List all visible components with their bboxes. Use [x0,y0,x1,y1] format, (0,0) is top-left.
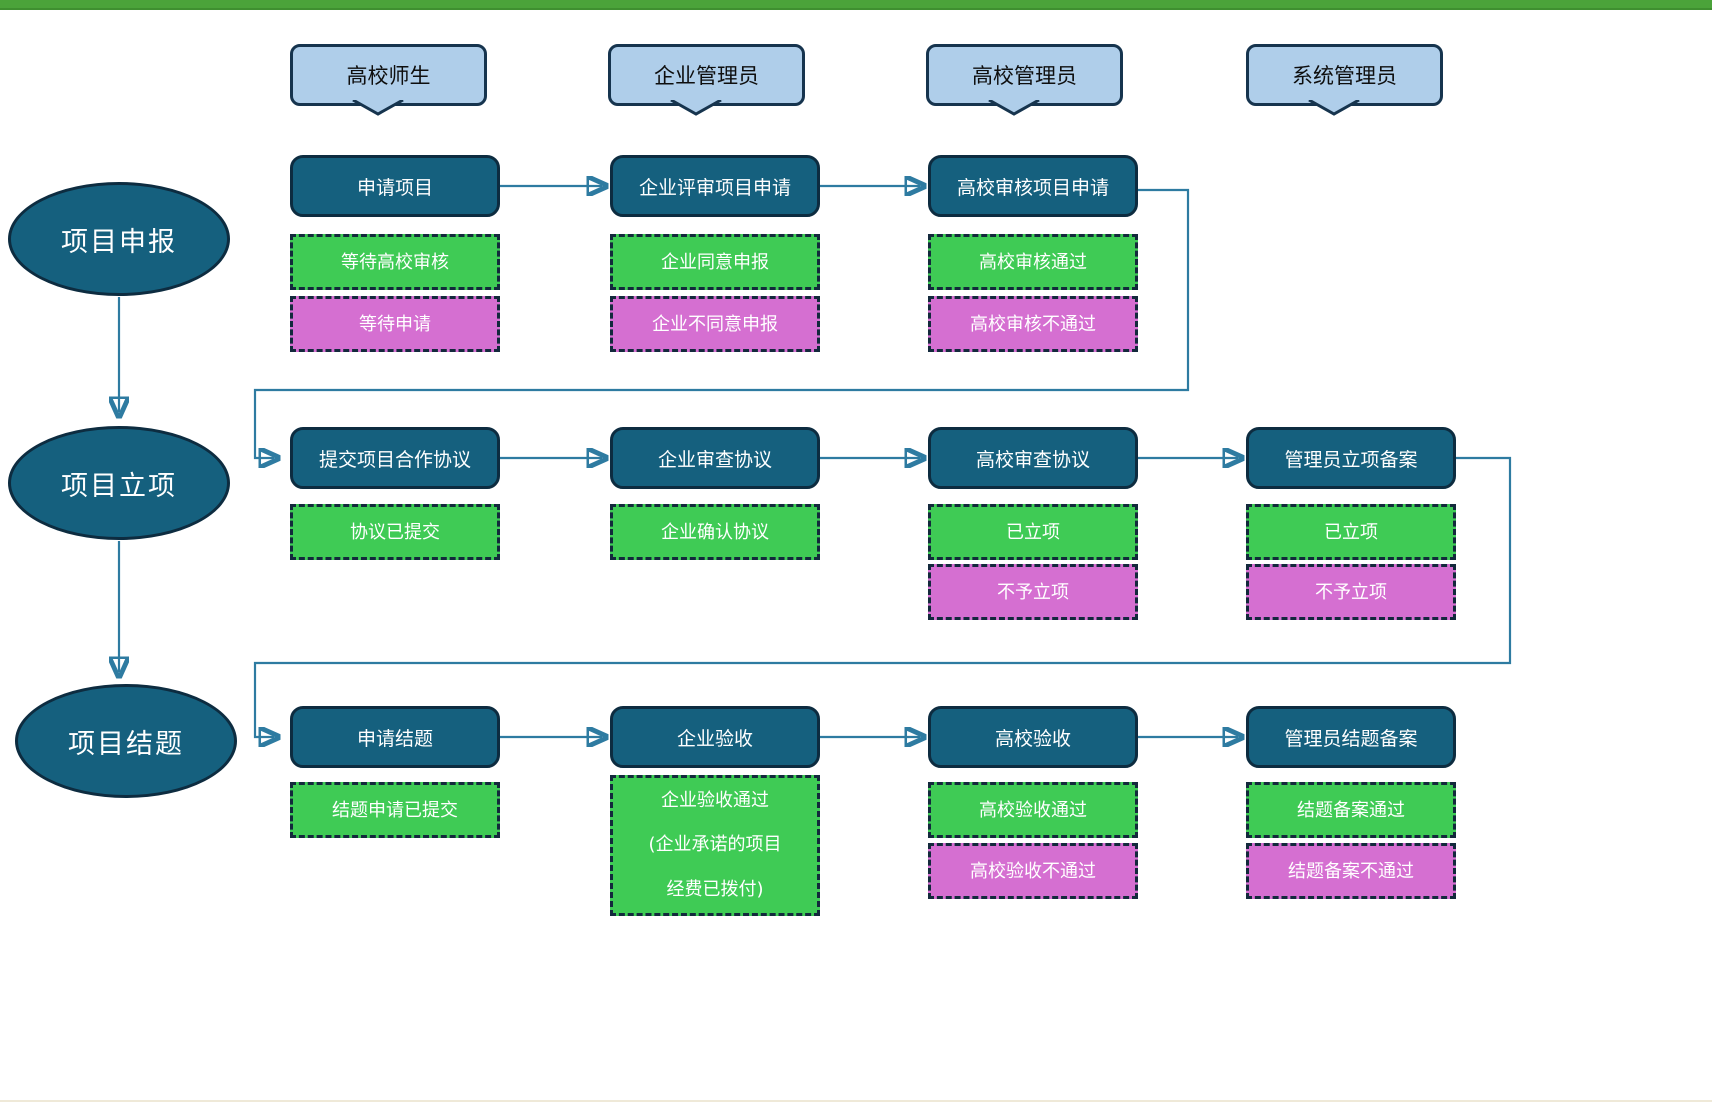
status-badge: 高校验收通过 [928,782,1138,838]
status-badge: 企业同意申报 [610,234,820,290]
status-badge: 等待申请 [290,296,500,352]
step-apply-conclusion: 申请结题 [290,706,500,768]
step-apply-project: 申请项目 [290,155,500,217]
status-badge: 结题备案通过 [1246,782,1456,838]
status-badge: 结题备案不通过 [1246,843,1456,899]
step-title: 企业评审项目申请 [638,176,791,199]
step-title: 管理员结题备案 [1284,727,1418,750]
bottom-border-line [0,1100,1712,1102]
column-header-label: 高校管理员 [972,64,1077,88]
header-tail-pointer [1308,100,1361,116]
status-badge: 不予立项 [928,564,1138,620]
step-title: 高校审核项目申请 [956,176,1109,199]
header-tail-pointer [988,100,1041,116]
column-header-label: 高校师生 [346,64,431,88]
phase-ellipse-approval: 项目立项 [8,426,230,540]
column-header-university-admin: 高校管理员 [926,44,1123,116]
step-title: 申请结题 [356,727,433,750]
step-enterprise-review-application: 企业评审项目申请 [610,155,820,217]
status-badge: 已立项 [1246,504,1456,560]
phase-label: 项目结题 [68,728,184,760]
step-enterprise-review-agreement: 企业审查协议 [610,427,820,489]
header-tail-pointer [670,100,723,116]
column-header-label: 系统管理员 [1292,64,1397,88]
column-header-system-admin: 系统管理员 [1246,44,1443,116]
status-badge: 高校验收不通过 [928,843,1138,899]
step-admin-approval-filing: 管理员立项备案 [1246,427,1456,489]
step-enterprise-acceptance: 企业验收 [610,706,820,768]
column-header-university-staff: 高校师生 [290,44,487,116]
top-accent-bar [0,0,1712,10]
status-badge: 企业确认协议 [610,504,820,560]
phase-ellipse-declaration: 项目申报 [8,182,230,296]
step-title: 高校验收 [994,727,1071,750]
step-university-review-agreement: 高校审查协议 [928,427,1138,489]
step-title: 高校审查协议 [975,448,1090,471]
step-submit-cooperation-agreement: 提交项目合作协议 [290,427,500,489]
step-title: 企业验收 [676,727,753,750]
header-tail-pointer [352,100,405,116]
step-title: 申请项目 [356,176,433,199]
step-university-review-application: 高校审核项目申请 [928,155,1138,217]
step-university-acceptance: 高校验收 [928,706,1138,768]
status-badge: 不予立项 [1246,564,1456,620]
step-title: 提交项目合作协议 [318,448,471,471]
status-badge: 高校审核通过 [928,234,1138,290]
phase-label: 项目申报 [61,226,177,258]
step-admin-conclusion-filing: 管理员结题备案 [1246,706,1456,768]
phase-label: 项目立项 [61,470,177,502]
status-badge: 企业验收通过 (企业承诺的项目 经费已拨付) [610,775,820,916]
column-header-label: 企业管理员 [654,64,759,88]
step-title: 企业审查协议 [657,448,772,471]
step-title: 管理员立项备案 [1284,448,1418,471]
column-header-enterprise-admin: 企业管理员 [608,44,805,116]
status-badge: 协议已提交 [290,504,500,560]
phase-ellipse-conclusion: 项目结题 [15,684,237,798]
flow-arrow [253,188,1190,458]
status-badge: 等待高校审核 [290,234,500,290]
status-badge: 企业不同意申报 [610,296,820,352]
status-badge: 结题申请已提交 [290,782,500,838]
status-badge: 已立项 [928,504,1138,560]
flow-arrow [253,456,1512,737]
status-badge: 高校审核不通过 [928,296,1138,352]
